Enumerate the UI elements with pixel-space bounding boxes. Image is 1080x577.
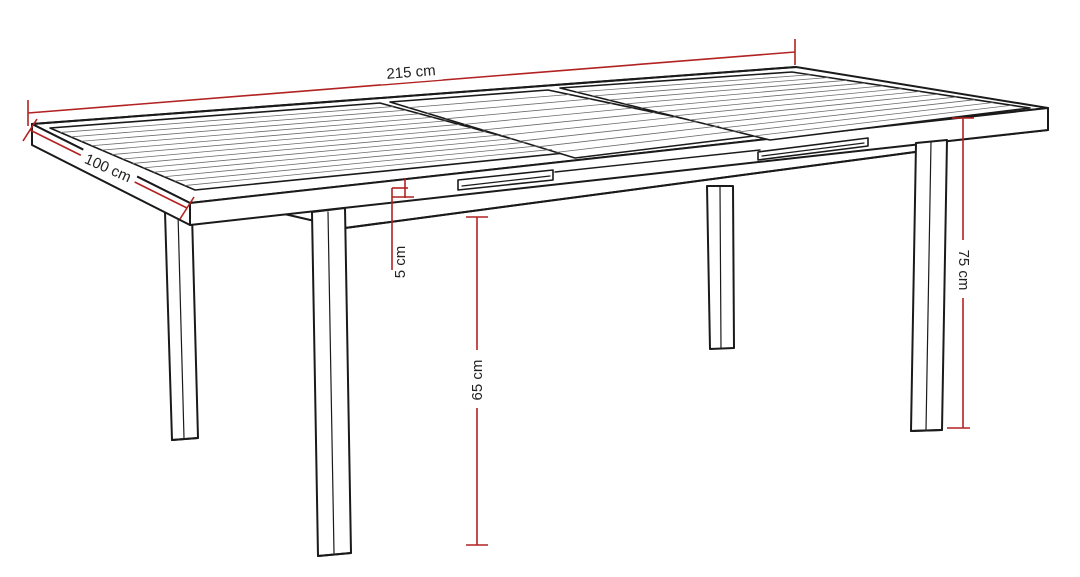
frame-label: 5 cm [392,246,409,279]
extension-rail-left [457,169,554,191]
leg-back-left [164,211,199,441]
slat-line [537,125,720,148]
slat-line [482,112,656,131]
leg-back-right [706,185,735,350]
dimension-clearance: 65 cm [466,216,488,546]
slat-line [153,138,513,173]
slat-line [101,120,447,151]
slat-line [184,149,552,186]
length-label: 215 cm [386,62,436,83]
leg-front-left [311,207,352,557]
dimension-height: 75 cm [947,117,976,429]
slat-line [163,141,526,178]
dimension-frame: 5 cm [391,178,414,279]
slat-line [519,121,698,142]
slat-line [143,134,499,169]
slat-line [132,131,486,164]
top-slats [60,74,1012,186]
slat-line [60,106,394,133]
height-label: 75 cm [955,250,972,291]
slat-line [608,79,847,101]
slat-line [721,99,976,129]
slat-line [556,130,741,153]
slat-line [81,113,420,142]
slat-line [705,96,957,125]
slat-line [408,94,570,108]
slat-line [122,127,473,160]
slat-line [673,90,921,117]
leg-front-right [910,139,948,432]
slat-line [91,116,433,147]
slat-line [656,88,902,113]
slat-line [592,77,829,97]
slat-line [174,145,539,182]
slat-line [445,103,613,120]
slat-line [640,85,884,109]
slat-line [689,93,939,121]
slat-line [576,74,811,93]
slat-line [753,104,1012,137]
slat-line [426,98,591,114]
slat-line [70,109,407,138]
dimension-length: 215 cm [27,39,796,126]
slat-line [112,124,460,155]
slat-line [500,116,677,136]
extension-rail-right [757,137,869,161]
slat-line [624,82,866,105]
slat-line [737,102,994,133]
slat-line [463,107,634,125]
clearance-label: 65 cm [469,360,486,401]
